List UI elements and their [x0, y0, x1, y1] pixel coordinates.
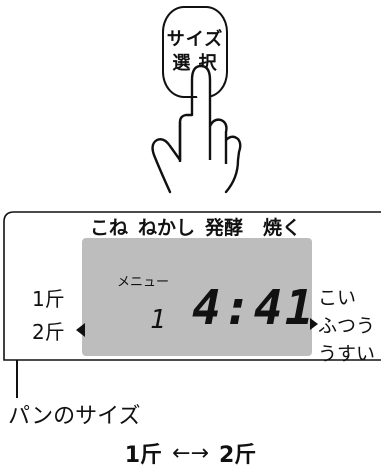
- crust-label-dark: こい: [318, 287, 357, 309]
- size-label-1kin: 1斤: [32, 287, 65, 311]
- menu-label: メニュー: [117, 275, 170, 290]
- toggle-right-label: 2斤: [218, 443, 257, 468]
- hand-icon: [151, 64, 242, 194]
- button-label-line1: サイズ: [166, 29, 224, 50]
- double-arrow-icon: ←→: [172, 440, 209, 466]
- crust-indicator-arrow-icon: [310, 318, 318, 330]
- stage-labels: こねねかし発酵焼く: [90, 213, 301, 240]
- toggle-left-label: 1斤: [124, 443, 163, 468]
- time-display: 4:41: [192, 280, 316, 336]
- stage-label-resting: ねかし: [138, 217, 196, 239]
- crust-label-light: うすい: [318, 343, 376, 365]
- size-toggle-row: 1斤 ←→ 2斤: [0, 437, 381, 469]
- lcd-screen: [82, 238, 312, 356]
- size-label-2kin: 2斤: [32, 320, 65, 344]
- stage-label-baking: 焼く: [263, 217, 302, 239]
- pointer-line: [16, 360, 18, 398]
- display-panel-outline: [3, 211, 381, 361]
- size-indicator-arrow-icon: [76, 323, 85, 337]
- crust-label-medium: ふつう: [318, 315, 376, 337]
- stage-label-fermentation: 発酵: [205, 217, 244, 239]
- menu-number: 1: [150, 305, 166, 335]
- caption-bread-size: パンのサイズ: [8, 404, 141, 429]
- stage-label-kneading: こね: [90, 217, 129, 239]
